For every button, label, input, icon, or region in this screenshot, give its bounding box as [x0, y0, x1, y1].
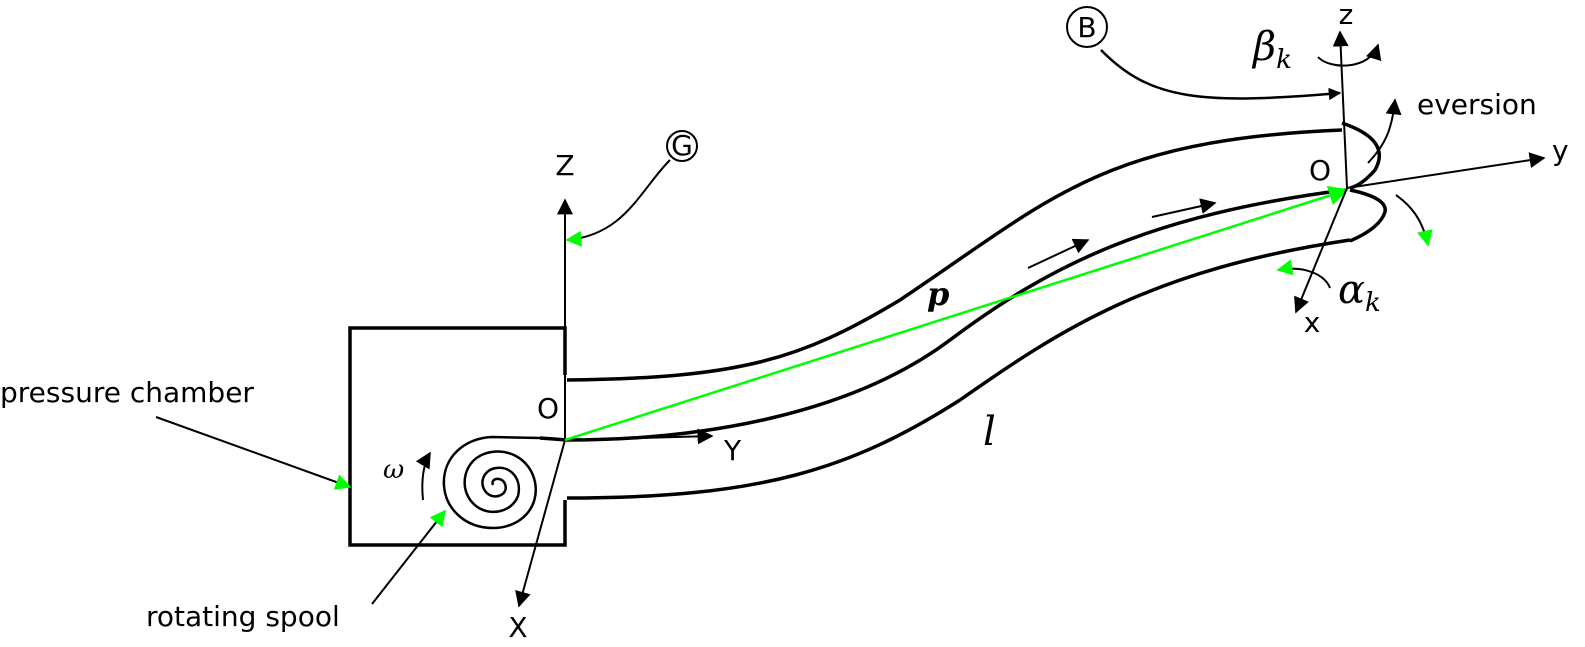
- alpha-rotation-arrow: [1276, 259, 1331, 289]
- global-x-label: X: [508, 611, 527, 644]
- body-origin-label: O: [1309, 154, 1331, 187]
- length-label: l: [983, 409, 996, 455]
- body-x-axis: [1294, 187, 1348, 314]
- eversion-arrow-up: [1367, 98, 1402, 164]
- growth-arrow-1: [1027, 238, 1090, 269]
- global-frame-pointer: [565, 159, 671, 247]
- body-x-label: x: [1304, 306, 1321, 339]
- omega-label: ω: [383, 455, 404, 485]
- growth-arrow-2: [1151, 198, 1217, 218]
- global-frame-marker-circle: [666, 130, 698, 162]
- global-x-axis: [515, 439, 566, 608]
- position-vector-p: [564, 185, 1349, 442]
- tip-eversion-lobe-upper: [1341, 121, 1381, 190]
- global-origin-label: O: [537, 392, 559, 425]
- eversion-arrow-down: [1395, 194, 1433, 247]
- position-vector-label: p: [927, 275, 949, 313]
- rotating-spool-pointer: [371, 509, 446, 605]
- robot-body-bottom-edge: [566, 238, 1351, 500]
- pressure-chamber-box: [348, 326, 567, 547]
- global-frame-marker-label: G: [671, 129, 693, 162]
- global-y-label: Y: [723, 434, 742, 467]
- body-frame-pointer: [1100, 49, 1342, 101]
- rotating-spool: [442, 435, 541, 530]
- body-y-label: y: [1552, 134, 1569, 167]
- body-z-label: z: [1339, 0, 1354, 31]
- body-z-axis: [1332, 30, 1349, 189]
- body-y-axis: [1346, 152, 1546, 189]
- tip-eversion-lobe-lower: [1349, 188, 1387, 243]
- beta-rotation-arrow: [1317, 43, 1382, 67]
- pressure-chamber-pointer: [155, 416, 352, 490]
- omega-rotation-arrow: [415, 451, 431, 501]
- robot-body-center-line: [539, 188, 1346, 442]
- rotating-spool-label: rotating spool: [146, 600, 340, 633]
- robot-body-top-edge: [566, 128, 1343, 382]
- body-frame-marker-circle: [1066, 6, 1108, 48]
- body-frame-marker-label: B: [1077, 11, 1096, 44]
- pressure-chamber-label: pressure chamber: [0, 376, 254, 409]
- alpha-label: αk: [1338, 267, 1381, 318]
- beta-label: βk: [1251, 24, 1292, 75]
- global-y-axis: [564, 428, 714, 445]
- eversion-label: eversion: [1417, 88, 1537, 121]
- global-z-label: Z: [555, 149, 574, 182]
